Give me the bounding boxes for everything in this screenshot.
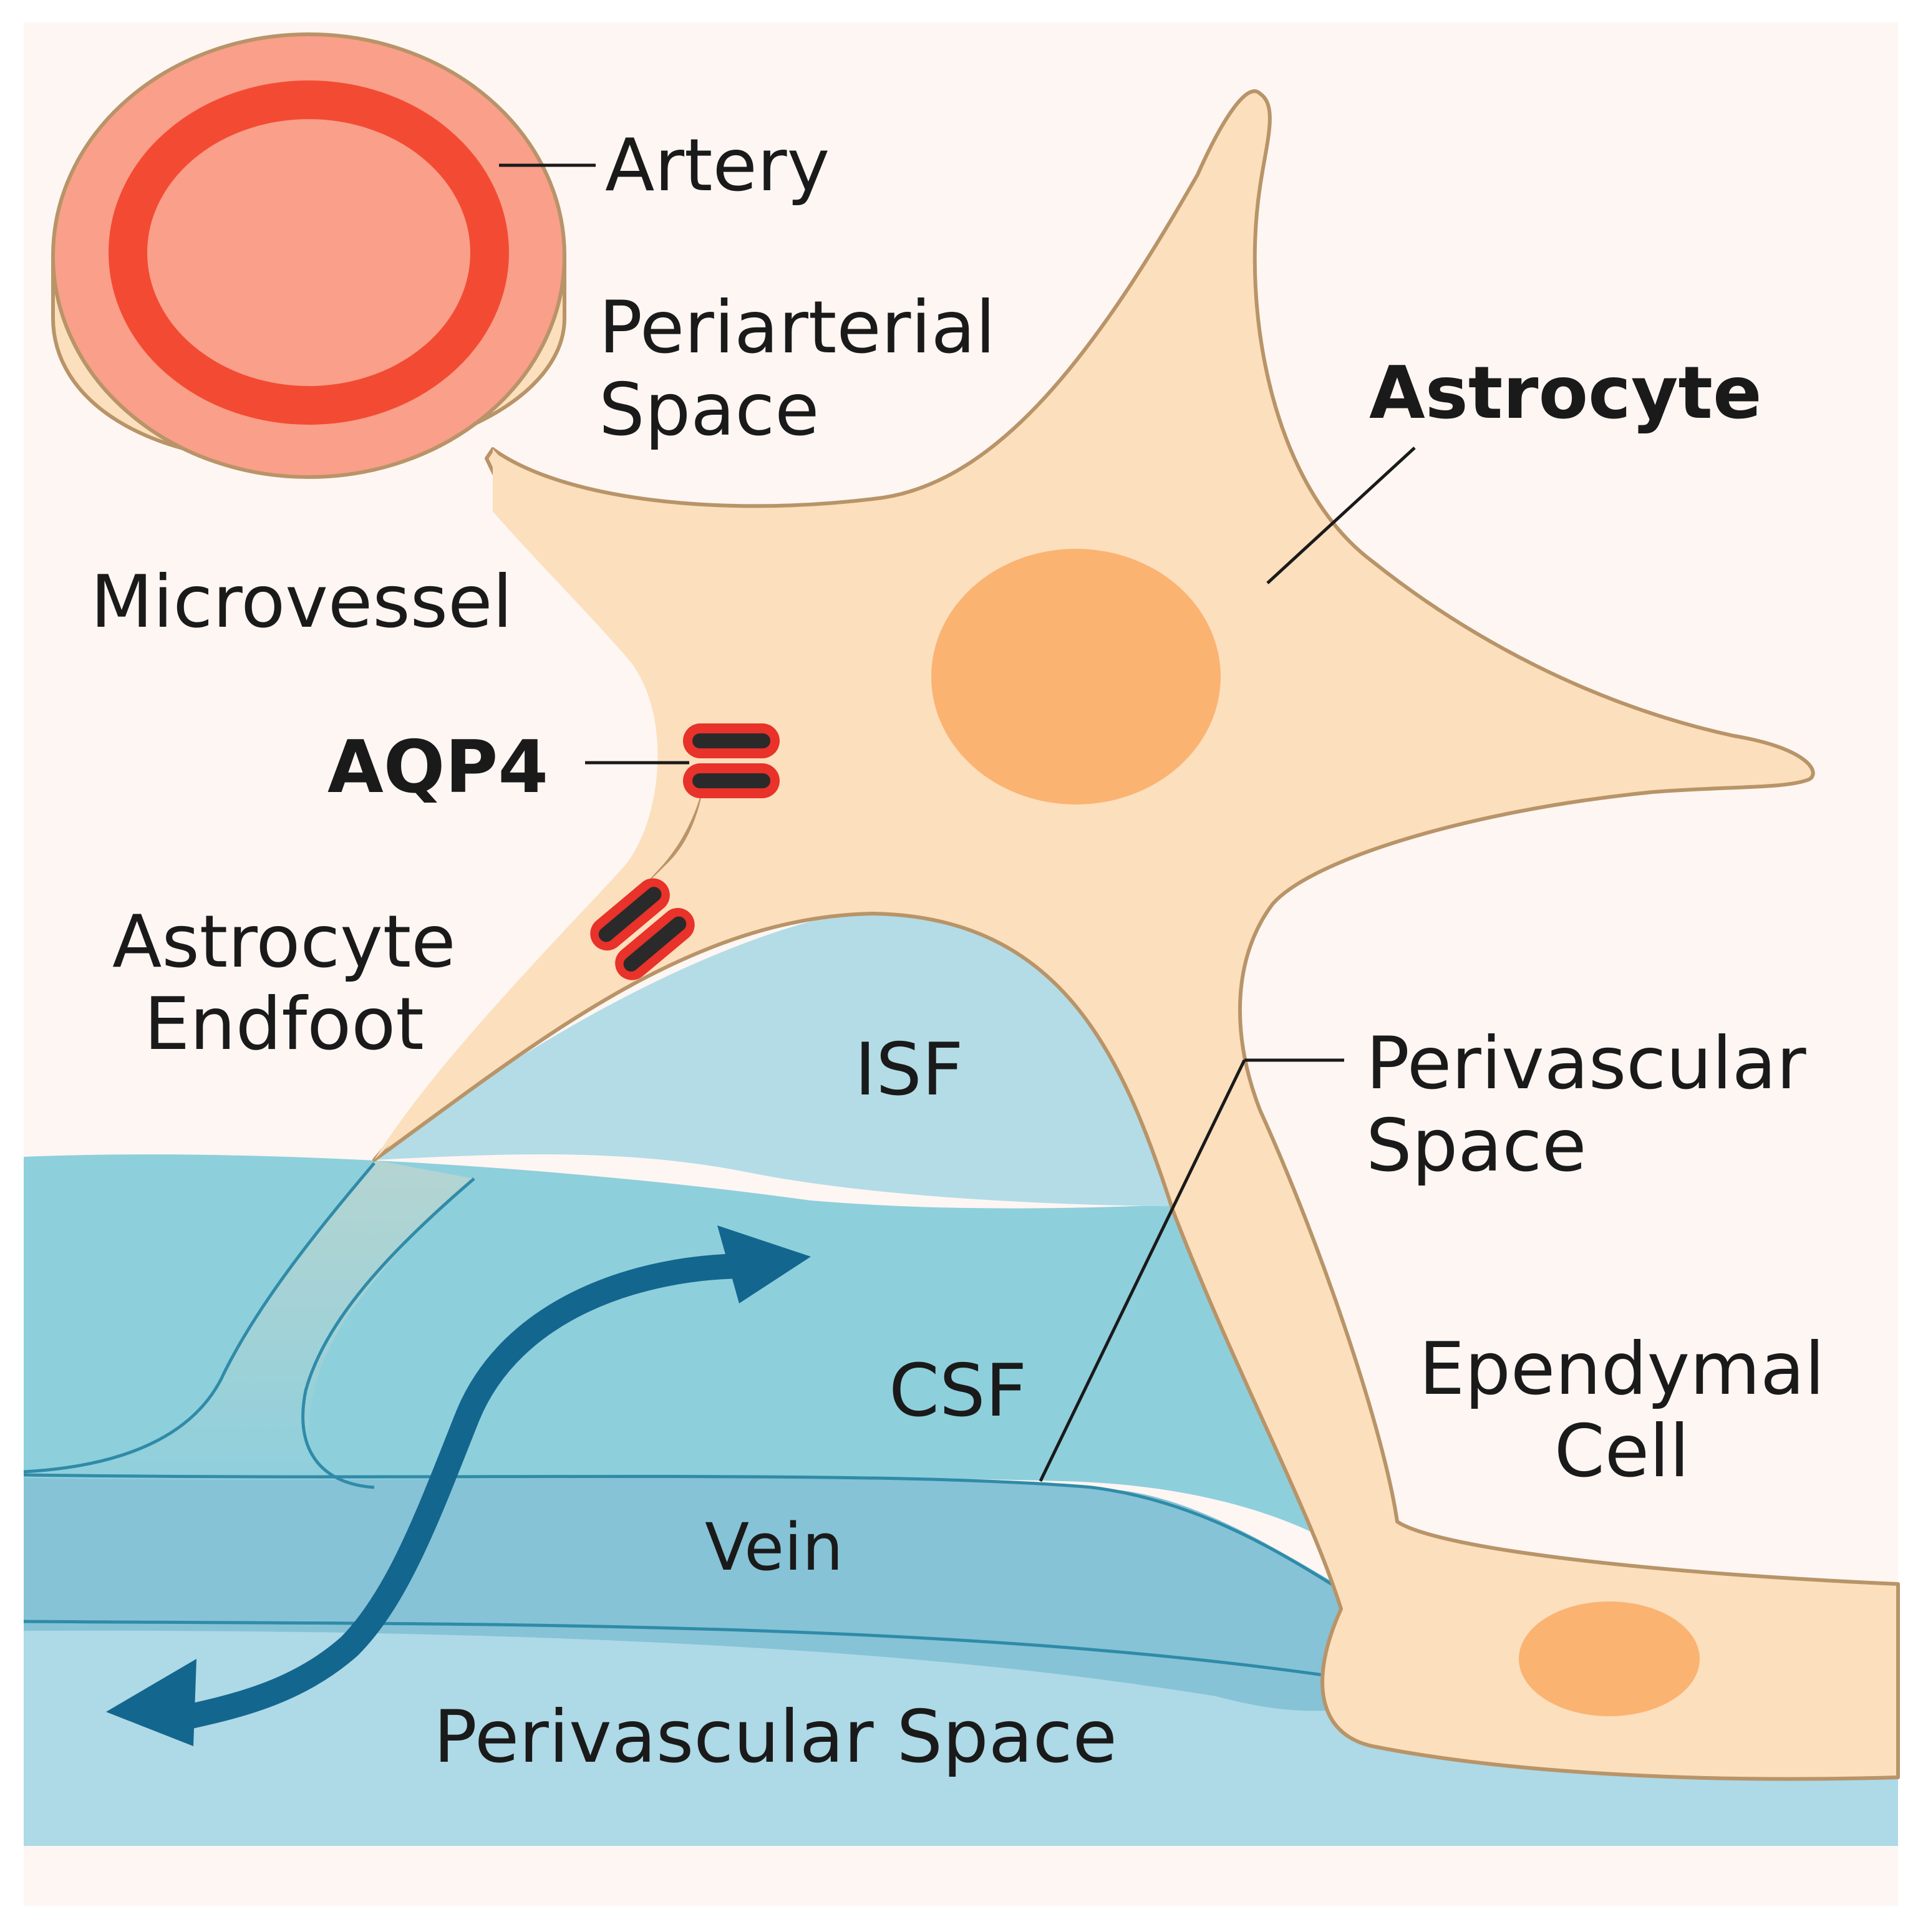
vein-band [24,1475,1447,1711]
periarterial-space-label: Periarterial Space [599,287,995,452]
endfoot-inner-outline [301,1177,475,1489]
aqp4-channel-upper [683,723,780,798]
flow-arrow-shaft [156,1253,761,1734]
perivascular-space-label-right: Perivascular Space [1366,1023,1806,1187]
endfoot-tail [24,1160,474,1490]
isf-label: ISF [855,1028,964,1112]
astrocyte-endfoot-line-2: Endfoot [143,982,424,1066]
astrocyte-microvessel-process [374,449,710,1160]
perivascular-leader-diagonal [1039,1059,1246,1482]
csf-label: CSF [889,1349,1027,1433]
aqp4-label: AQP4 [327,725,549,809]
ependymal-cell-line-1: Ependymal [1419,1327,1825,1411]
artery-wall [109,80,509,425]
periarterial-space-line-1: Periarterial [599,286,995,370]
astrocyte-endfoot-line-1: Astrocyte [112,900,456,984]
ependymal-nucleus [1519,1601,1700,1716]
isf-region [374,909,1223,1207]
astrocyte-nucleus [931,549,1221,804]
flow-arrow-head-bottom [106,1659,196,1746]
aqp4-channel-lower [590,878,695,980]
ependymal-cell-line-2: Cell [1554,1409,1690,1494]
astrocyte-body [372,89,1900,1781]
flow-arrow-head-top [717,1225,811,1303]
periarterial-space-line-2: Space [599,368,820,452]
astrocyte-endfoot-label: Astrocyte Endfoot [112,901,456,1066]
astrocyte-label: Astrocyte [1369,351,1762,435]
perivascular-space-right-line-2: Space [1366,1104,1587,1188]
vein-label: Vein [705,1509,843,1585]
astrocyte-leader [1266,447,1416,584]
csf-vein-boundary [23,1473,1392,1623]
artery-lumen [150,122,468,384]
perivascular-space-label-bottom: Perivascular Space [434,1695,1117,1779]
perivascular-space-right-line-1: Perivascular [1366,1022,1806,1106]
ependymal-cell-label: Ependymal Cell [1419,1328,1824,1493]
microvessel-label: Microvessel [90,560,513,644]
endfoot-tail-outline [23,1162,375,1474]
perivascular-space-band [24,1622,1898,1846]
artery-label: Artery [605,123,830,208]
